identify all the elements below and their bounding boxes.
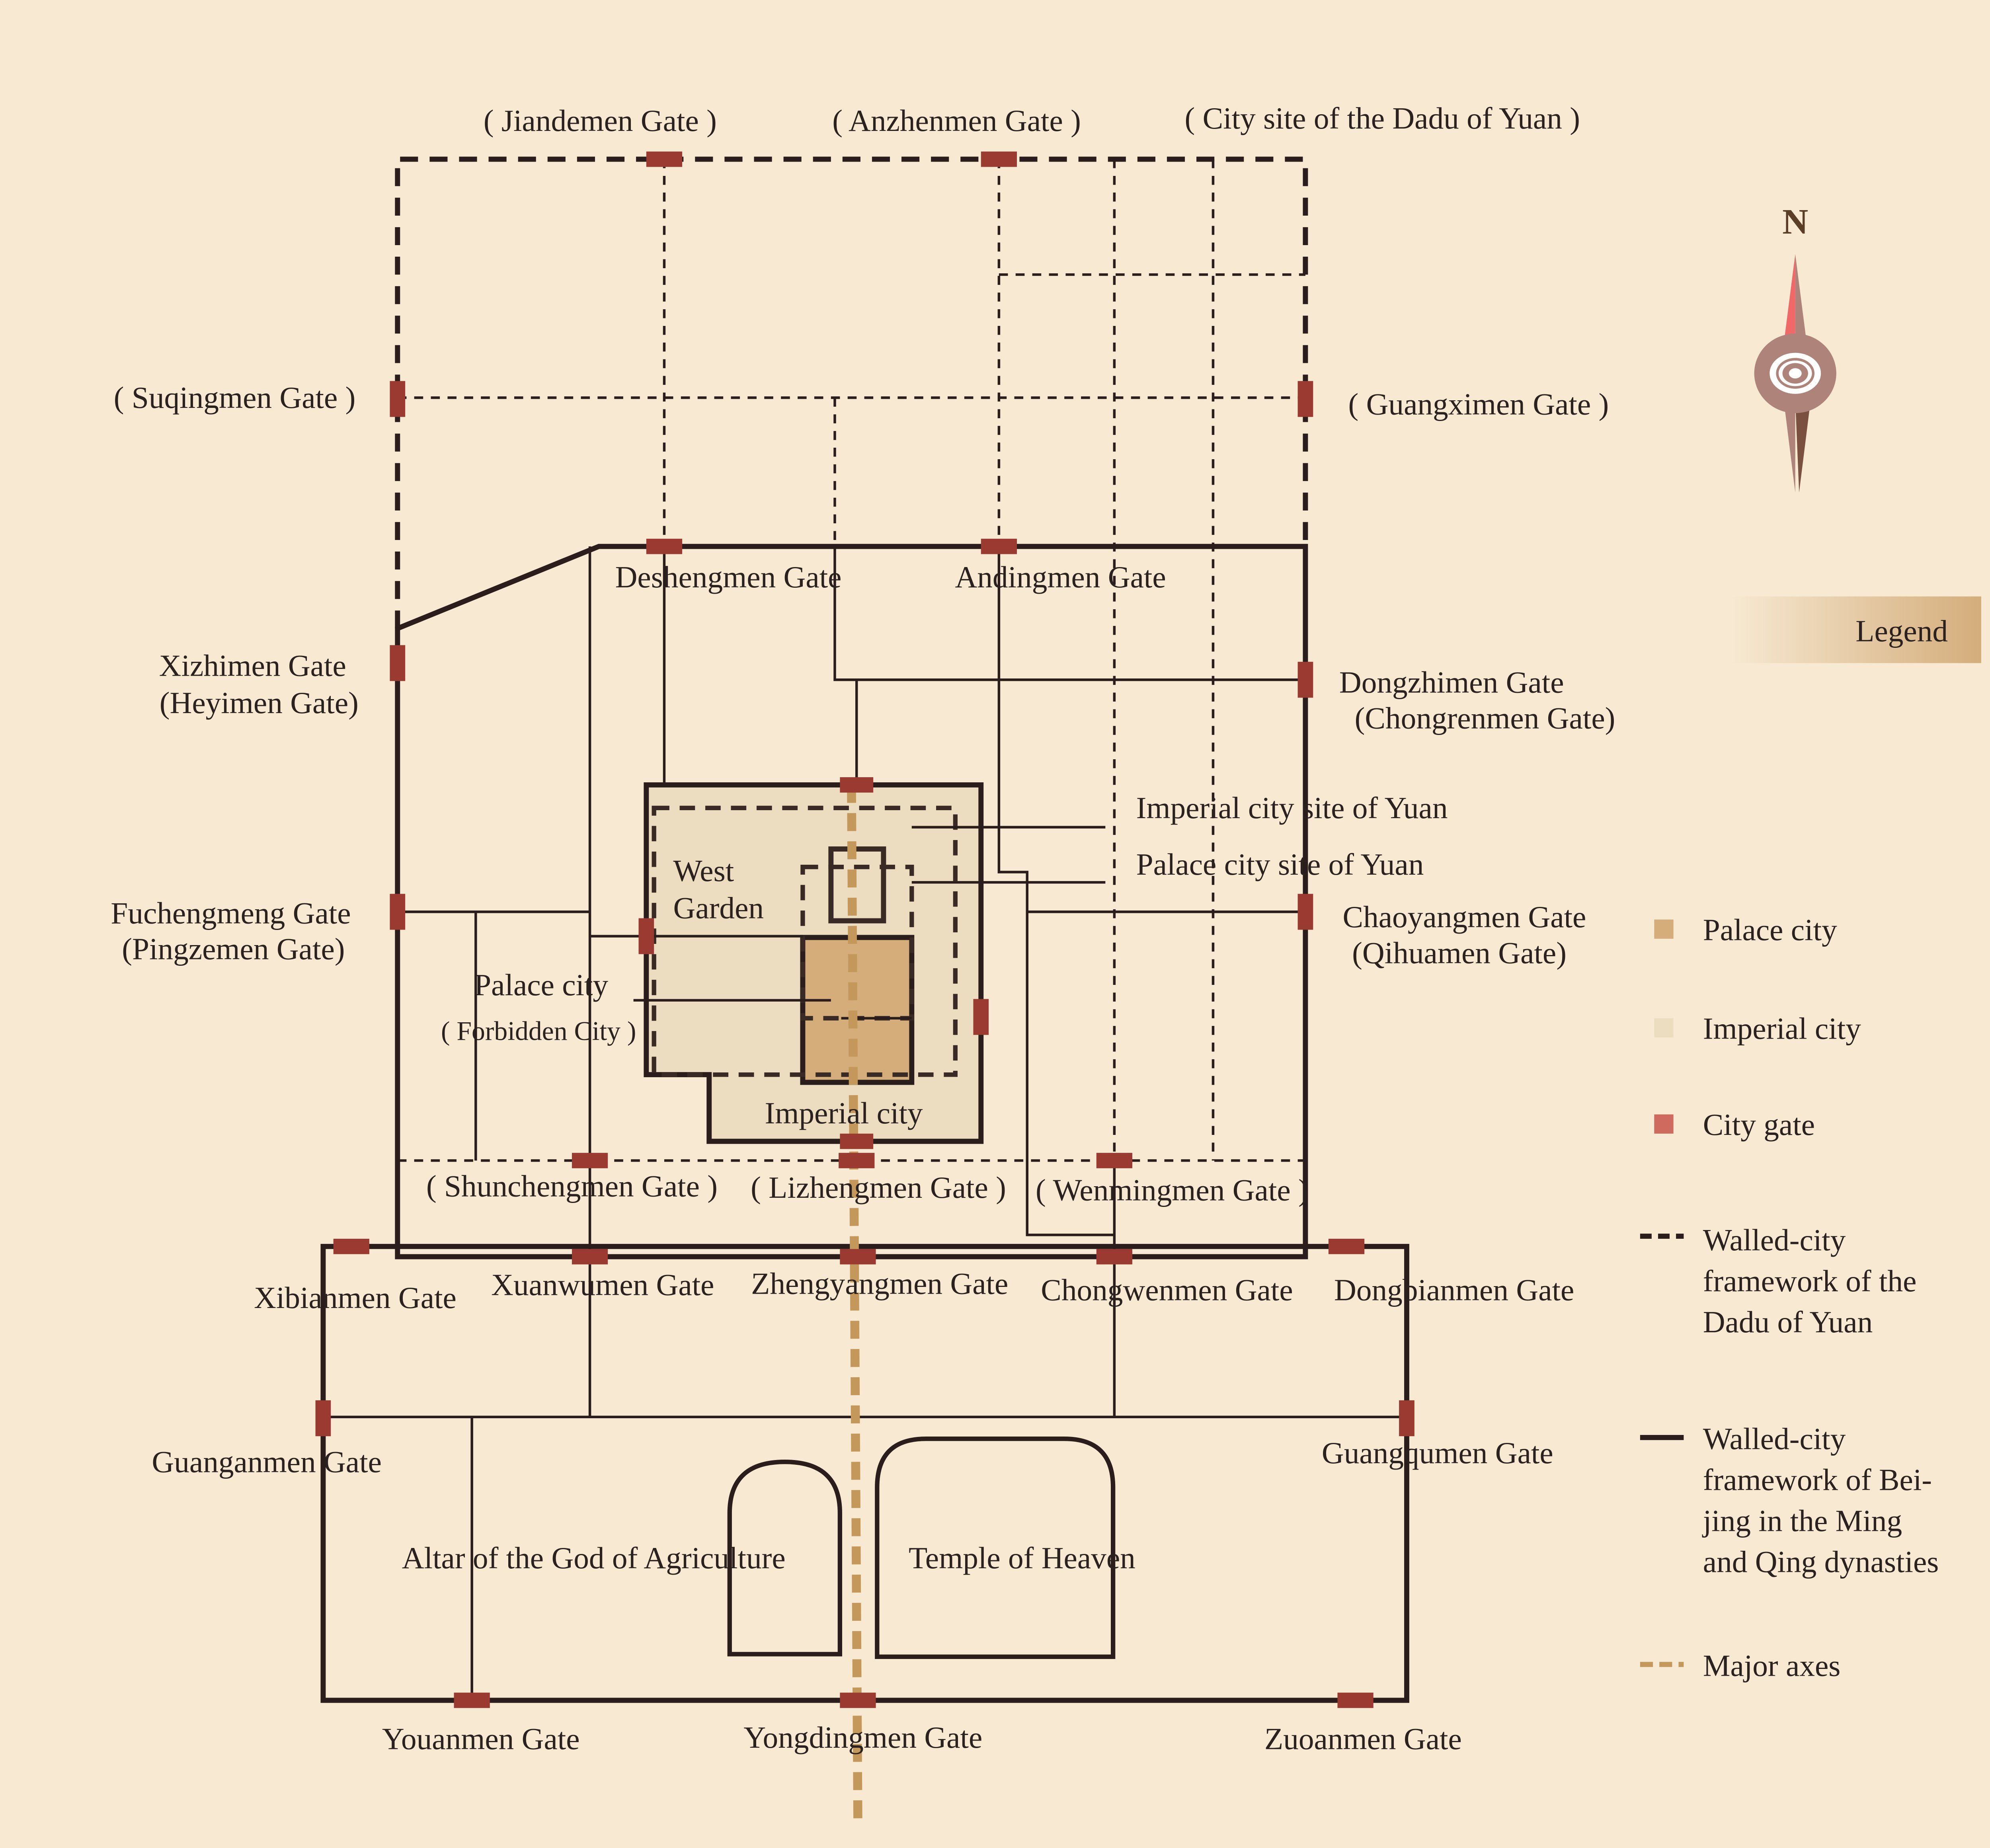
label-deshengmen: Deshengmen Gate [615, 560, 842, 594]
label-imperial-city: Imperial city [765, 1096, 923, 1130]
legend-ming-wall-4: and Qing dynasties [1703, 1545, 1939, 1579]
gate-andingmen [981, 538, 1017, 554]
label-west: West [673, 854, 734, 888]
legend-palace-city: Palace city [1703, 912, 1837, 947]
label-xuanwumen: Xuanwumen Gate [491, 1268, 714, 1302]
label-heyimen: (Heyimen Gate) [160, 686, 359, 720]
gate-fuchengmen [390, 894, 406, 930]
label-guangqumen: Guangqumen Gate [1322, 1436, 1553, 1470]
gate-dongzhimen [1297, 662, 1313, 698]
gate-guangqumen [1399, 1400, 1414, 1437]
label-suqingmen: ( Suqingmen Gate ) [114, 380, 356, 415]
label-palace-site-yuan: Palace city site of Yuan [1136, 847, 1424, 881]
label-chongwenmen: Chongwenmen Gate [1041, 1273, 1293, 1307]
label-dongzhimen: Dongzhimen Gate [1339, 665, 1564, 699]
gate-wenmingmen [1096, 1153, 1132, 1168]
label-wenmingmen: ( Wenmingmen Gate ) [1036, 1173, 1309, 1207]
label-dadu-site: ( City site of the Dadu of Yuan ) [1185, 101, 1580, 135]
label-guangximen: ( Guangximen Gate ) [1348, 387, 1609, 421]
label-lizhengmen: ( Lizhengmen Gate ) [751, 1170, 1006, 1205]
gate-xizhimen [390, 645, 406, 681]
temple-of-heaven-outline [875, 1436, 1116, 1659]
map-labels: ( Jiandemen Gate ) ( Anzhenmen Gate ) ( … [111, 101, 1615, 1756]
gate-west-garden [638, 918, 654, 954]
label-forbidden-city: ( Forbidden City ) [441, 1016, 636, 1046]
gate-chongwenmen [1096, 1249, 1132, 1265]
legend-ming-wall-2: framework of Bei- [1703, 1462, 1932, 1497]
gate-deshengmen [646, 538, 683, 554]
legend-major-axes: Major axes [1703, 1649, 1841, 1683]
legend: Legend Palace city Imperial city City ga… [1640, 596, 1981, 1683]
label-fuchengmeng: Fuchengmeng Gate [111, 896, 351, 930]
label-xizhimen: Xizhimen Gate [159, 649, 346, 683]
label-andingmen: Andingmen Gate [955, 560, 1166, 594]
legend-gate-swatch [1654, 1114, 1674, 1134]
legend-palace-swatch [1654, 919, 1674, 939]
legend-yuan-wall-3: Dadu of Yuan [1703, 1305, 1873, 1339]
legend-city-gate: City gate [1703, 1107, 1815, 1142]
legend-yuan-wall-1: Walled-city [1703, 1223, 1846, 1257]
gate-imperial-north [840, 777, 874, 793]
gate-anzhenmen [981, 151, 1017, 167]
yuan-wall [395, 156, 1308, 629]
label-yongdingmen: Yongdingmen Gate [743, 1720, 982, 1754]
gate-zhengyangmen [840, 1249, 876, 1265]
label-palace-city: Palace city [474, 968, 608, 1002]
label-dongbianmen: Dongbianmen Gate [1334, 1273, 1574, 1307]
label-chongrenmen: (Chongrenmen Gate) [1355, 701, 1615, 735]
compass-north-label: N [1782, 202, 1808, 242]
gate-lizhengmen [839, 1153, 875, 1168]
gate-guanganmen [315, 1400, 331, 1437]
gate-suqingmen [390, 381, 406, 417]
streets [323, 159, 1407, 1700]
label-imperial-site-yuan: Imperial city site of Yuan [1136, 791, 1448, 825]
gate-zuoanmen [1337, 1692, 1373, 1708]
label-anzhenmen: ( Anzhenmen Gate ) [832, 103, 1081, 138]
legend-title: Legend [1855, 614, 1948, 648]
legend-yuan-wall-2: framework of the [1703, 1264, 1917, 1298]
label-chaoyangmen: Chaoyangmen Gate [1343, 900, 1586, 934]
label-shunchengmen: ( Shunchengmen Gate ) [426, 1169, 718, 1203]
gate-dongbianmen [1328, 1238, 1365, 1254]
gate-youanmen [454, 1692, 490, 1708]
legend-ming-wall-1: Walled-city [1703, 1421, 1846, 1456]
altar-of-agriculture-outline [727, 1459, 843, 1657]
gate-jiandemen [646, 151, 683, 167]
palace-city [800, 935, 915, 1085]
label-temple: Temple of Heaven [909, 1541, 1135, 1575]
gate-shunchengmen [572, 1153, 608, 1168]
label-qihuamen: (Qihuamen Gate) [1352, 936, 1567, 970]
legend-imperial-swatch [1654, 1018, 1674, 1038]
gate-chaoyangmen [1297, 894, 1313, 930]
label-garden: Garden [673, 891, 764, 925]
label-jiandemen: ( Jiandemen Gate ) [484, 103, 717, 138]
gate-imperial-east [973, 999, 989, 1035]
legend-imperial-city: Imperial city [1703, 1011, 1861, 1045]
small-square [828, 846, 886, 924]
major-axis [847, 785, 862, 1824]
gate-yongdingmen [840, 1692, 876, 1708]
label-xibianmen: Xibianmen Gate [254, 1281, 457, 1315]
label-zuoanmen: Zuoanmen Gate [1264, 1721, 1462, 1756]
label-pingzemen: (Pingzemen Gate) [122, 932, 345, 966]
label-guanganmen: Guanganmen Gate [152, 1444, 381, 1479]
gate-guangximen [1297, 381, 1313, 417]
label-youanmen: Youanmen Gate [382, 1721, 580, 1756]
label-zhengyangmen: Zhengyangmen Gate [751, 1267, 1008, 1301]
city-gates [315, 151, 1414, 1708]
label-altar: Altar of the God of Agriculture [402, 1541, 786, 1575]
legend-ming-wall-3: jing in the Ming [1702, 1504, 1902, 1538]
gate-imperial-south [840, 1133, 874, 1149]
gate-xuanwumen [572, 1249, 608, 1265]
gate-xibianmen [333, 1238, 369, 1254]
